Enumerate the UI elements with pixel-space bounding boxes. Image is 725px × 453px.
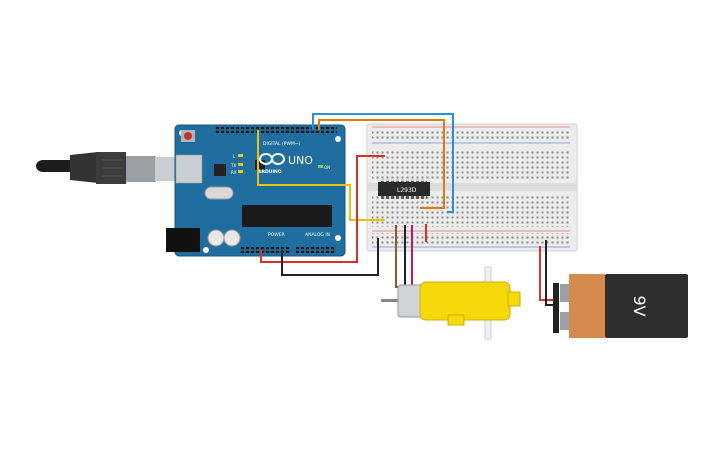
board-brand-text: ARDUINO (258, 169, 282, 175)
analog-pins-label: ANALOG IN (305, 232, 330, 238)
breadboard[interactable] (366, 123, 578, 252)
wire-blue (312, 113, 454, 213)
battery-label: 9V (630, 295, 649, 316)
chip-label: L293D (397, 187, 417, 194)
wire-orange (318, 119, 445, 209)
reset-button[interactable] (184, 132, 192, 140)
infinity-logo-icon (259, 153, 285, 165)
digital-pins-label: DIGITAL (PWM~) (263, 141, 301, 147)
led-l-label: L (233, 154, 236, 159)
wire-red-battery (539, 246, 557, 301)
on-led-label: ON (324, 165, 330, 170)
wire-yellow (257, 130, 385, 221)
dc-gear-motor[interactable] (381, 266, 521, 340)
usb-cable (36, 152, 179, 184)
board-logo-text: UNO (288, 154, 313, 167)
power-pins-label: POWER (268, 232, 285, 238)
l293d-chip[interactable]: L293D (378, 179, 430, 199)
wire-black-gnd (281, 238, 379, 276)
led-tx-label: TX (230, 163, 236, 168)
wire-red-5v (260, 155, 385, 263)
battery-9v[interactable]: 9V (553, 274, 688, 338)
arduino-uno-board[interactable]: UNO ARDUINO DIGITAL (PWM~) POWER ANALOG … (166, 124, 346, 257)
led-rx-label: RX (231, 170, 237, 175)
